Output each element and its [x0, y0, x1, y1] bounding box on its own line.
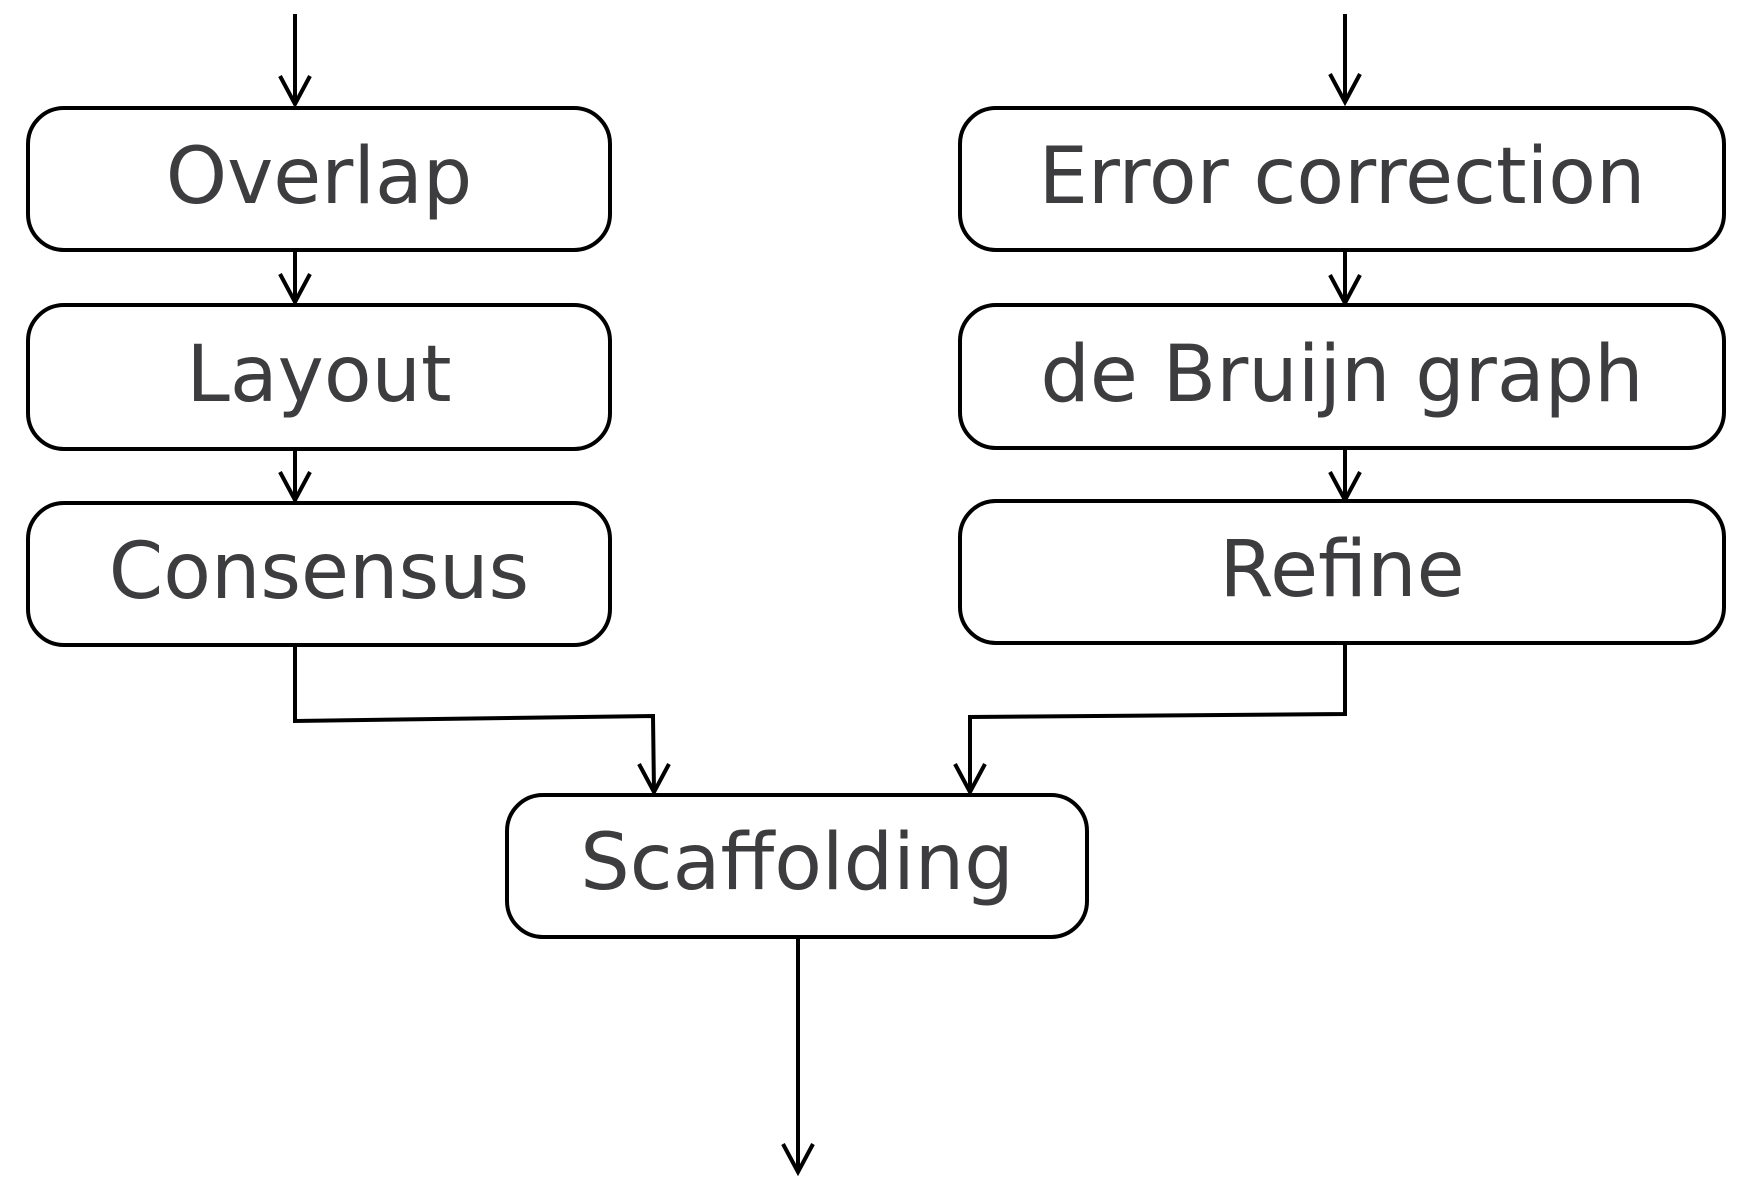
node-refine: Refine [958, 499, 1726, 645]
node-de-bruijn-graph-label: de Bruijn graph [1040, 330, 1643, 420]
node-de-bruijn-graph: de Bruijn graph [958, 303, 1726, 450]
node-error-correction-label: Error correction [1039, 132, 1646, 222]
arrowhead-consensus-scaffolding [637, 763, 671, 797]
node-scaffolding-label: Scaffolding [580, 818, 1013, 908]
node-consensus-label: Consensus [109, 527, 529, 617]
arrowhead-entry-error-correction [1328, 73, 1362, 107]
node-error-correction: Error correction [958, 106, 1726, 252]
node-overlap-label: Overlap [166, 132, 473, 222]
arrowhead-entry-overlap [278, 75, 312, 109]
node-scaffolding: Scaffolding [505, 793, 1089, 939]
arrowhead-layout-consensus [278, 471, 312, 505]
node-layout-label: Layout [186, 330, 451, 420]
edge-consensus-scaffolding [293, 646, 656, 793]
node-consensus: Consensus [26, 501, 612, 647]
node-refine-label: Refine [1219, 525, 1464, 615]
arrowhead-scaffolding-exit [781, 1143, 815, 1177]
edge-refine-scaffolding [968, 644, 1347, 792]
arrowhead-overlap-layout [278, 273, 312, 307]
node-overlap: Overlap [26, 106, 612, 252]
arrowhead-refine-scaffolding [953, 763, 987, 797]
node-layout: Layout [26, 303, 612, 451]
